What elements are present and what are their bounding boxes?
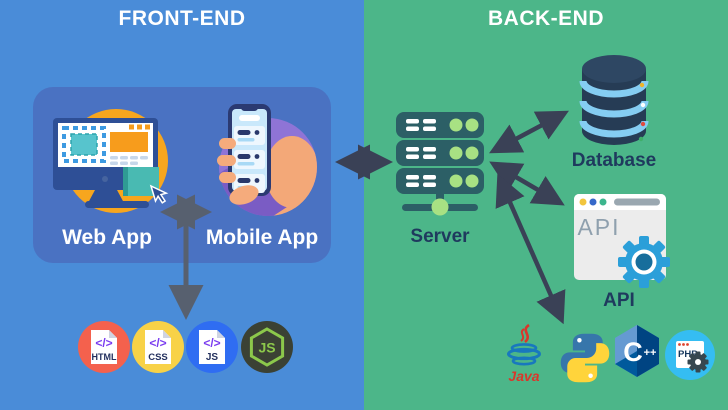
css-label: CSS [148, 352, 168, 363]
nodejs-icon: JS [241, 321, 293, 373]
web-app-label: Web App [62, 226, 152, 249]
cpp-letter: C [623, 337, 643, 367]
php-gear-icon [687, 351, 709, 373]
api-window-icon: API [574, 194, 670, 288]
php-label: PHP [678, 349, 698, 360]
back-end-title: BACK-END [488, 7, 604, 30]
mobile-app-label: Mobile App [205, 226, 319, 249]
api-label: API [603, 290, 635, 311]
server-label: Server [410, 226, 470, 247]
code-glyph: </> [203, 336, 220, 350]
database-label: Database [571, 150, 657, 171]
js-file-icon: </> JS [186, 321, 238, 373]
php-icon: PHP [665, 330, 715, 380]
api-window-text: API [577, 214, 620, 240]
html-file-icon: </> HTML [78, 321, 130, 373]
web-app-illustration [53, 109, 169, 213]
cpp-icon: C ++ [615, 325, 659, 377]
html-label: HTML [92, 352, 117, 362]
database-icon [579, 55, 649, 145]
python-icon [560, 333, 610, 383]
server-icon [396, 112, 484, 216]
hand-icon [217, 138, 259, 205]
java-icon: Java [507, 323, 541, 384]
mobile-app-illustration [217, 104, 317, 216]
cpp-plus: ++ [644, 347, 657, 359]
monitor-icon [53, 118, 158, 208]
java-label: Java [508, 368, 539, 384]
css-file-icon: </> CSS [132, 321, 184, 373]
phone-icon [228, 104, 271, 196]
code-glyph: </> [95, 336, 112, 350]
front-end-title: FRONT-END [118, 7, 246, 30]
nodejs-label: JS [258, 340, 275, 356]
js-label: JS [206, 352, 219, 363]
gear-icon [618, 236, 670, 288]
code-glyph: </> [149, 336, 166, 350]
